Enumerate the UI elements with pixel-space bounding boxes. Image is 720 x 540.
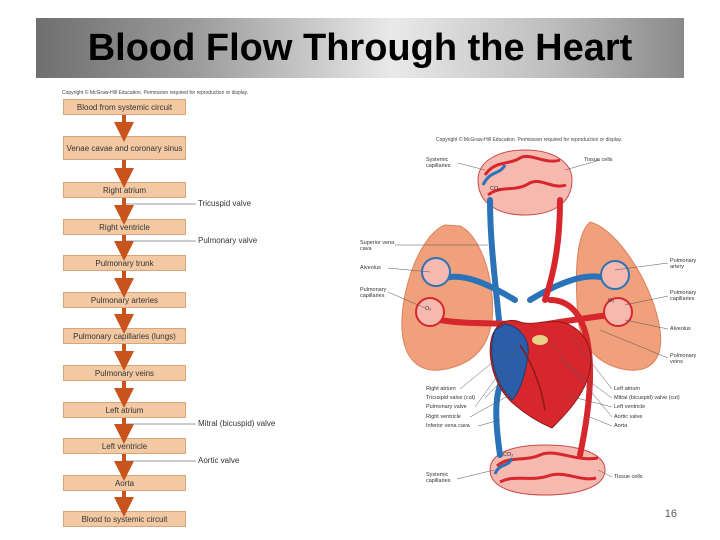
diagram-copyright: Copyright © McGraw-Hill Education. Permi… (436, 137, 623, 143)
left-lung-capillaries (415, 257, 451, 327)
valve-detail (532, 335, 548, 345)
interventricular-septum (519, 344, 546, 411)
label-alveolus-left: Alveolus (360, 265, 381, 271)
label-mitral-valve: Mitral (bicuspid) valve (198, 419, 276, 428)
label-mitral-valve-cut: Mitral (bicuspid) valve (cut) (614, 395, 680, 401)
inferior-vena-cava-vessel (493, 382, 503, 458)
o2-label-right: O₂ (608, 298, 615, 304)
aorta-upper-vessel (542, 197, 563, 303)
label-superior-vena-cava: Superior vena cava (360, 240, 395, 252)
label-pulmonary-valve-diagram: Pulmonary valve (426, 404, 467, 410)
label-tricuspid-valve: Tricuspid valve (198, 199, 252, 208)
label-left-atrium: Left atrium (614, 386, 640, 392)
right-heart-chambers (491, 323, 529, 401)
label-right-ventricle: Right ventricle (426, 414, 461, 420)
label-pulmonary-capillaries-right: Pulmonary capillaries (670, 290, 697, 302)
label-aortic-valve-diagram: Aortic valve (614, 414, 643, 420)
label-aortic-valve: Aortic valve (198, 456, 240, 465)
slide-title: Blood Flow Through the Heart (87, 27, 633, 69)
left-lung (401, 224, 494, 371)
page-number: 16 (664, 508, 677, 520)
label-tricuspid-valve-cut: Tricuspid valve (cut) (426, 395, 476, 401)
superior-vena-cava-vessel (487, 197, 503, 333)
label-tissue-cells-bottom: Tissue cells (614, 474, 643, 480)
label-inferior-vena-cava: Inferior vena cava (426, 423, 470, 429)
label-systemic-capillaries-bottom: Systemic capillaries (426, 472, 451, 484)
label-tissue-cells-top: Tissue cells (584, 157, 613, 163)
label-systemic-capillaries-top: Systemic capillaries (426, 157, 451, 169)
flowchart-copyright: Copyright © McGraw-Hill Education. Permi… (62, 90, 249, 96)
top-capillary-bed (477, 149, 573, 216)
label-aorta: Aorta (614, 423, 628, 429)
label-pulmonary-capillaries-left: Pulmonary capillaries (360, 287, 387, 299)
title-bar (36, 18, 684, 78)
label-alveolus-right: Alveolus (670, 326, 691, 332)
co2-label-top: CO₂ (490, 186, 501, 192)
label-pulmonary-veins: Pulmonary veins (670, 353, 697, 365)
label-pulmonary-artery: Pulmonary artery (670, 258, 697, 270)
label-left-ventricle: Left ventricle (614, 404, 646, 410)
right-lung-capillaries (600, 260, 633, 327)
co2-label-bottom: CO₂ (503, 452, 514, 458)
flow-step-systemic-circuit: Blood from systemic circuit (63, 99, 186, 115)
label-pulmonary-valve: Pulmonary valve (198, 236, 258, 245)
o2-label-left: O₂ (425, 306, 432, 312)
label-right-atrium: Right atrium (426, 386, 456, 392)
